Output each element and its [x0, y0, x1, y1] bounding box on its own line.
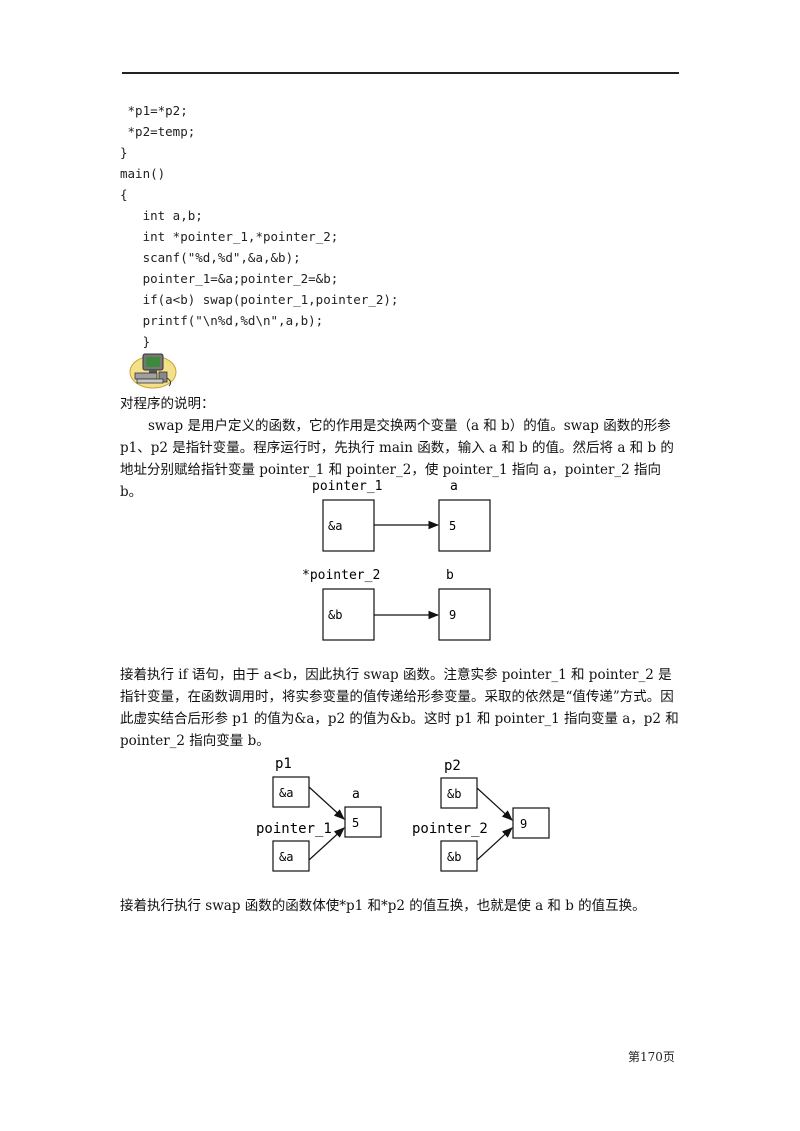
pointer1-box-2 — [272, 840, 310, 872]
diagram-pointers-after-call: p1 &a a 5 pointer_1 &a p2 &b 9 pointer_2… — [256, 756, 550, 872]
code-line: main() — [120, 166, 166, 181]
a-value: 5 — [352, 816, 359, 830]
code-line: if(a<b) swap(pointer_1,pointer_2); — [120, 292, 399, 307]
arrow-pointer2-to-b — [476, 827, 513, 861]
a-label: a — [352, 787, 360, 802]
pointer2-value: &b — [328, 608, 342, 622]
pointer1-label-2: pointer_1 — [256, 821, 332, 837]
diagram-pointers-initial: pointer_1 a &a 5 *pointer_2 b &b 9 — [302, 479, 491, 641]
var-b-value: 9 — [449, 608, 456, 622]
arrow-p2-to-b — [476, 787, 513, 821]
p2-value: &b — [447, 787, 461, 801]
paragraph-1: swap 是用户定义的函数，它的作用是交换两个变量（a 和 b）的值。swap … — [120, 418, 674, 500]
code-line: int a,b; — [120, 208, 203, 223]
code-line: } — [120, 145, 128, 160]
code-line: int *pointer_1,*pointer_2; — [120, 229, 339, 244]
code-block: *p1=*p2; *p2=temp; } main() { int a,b; i… — [120, 100, 398, 352]
paragraph-2: 接着执行 if 语句，由于 a<b，因此执行 swap 函数。注意实参 poin… — [120, 667, 679, 749]
computer-icon — [129, 353, 177, 389]
code-line: *p2=temp; — [120, 124, 196, 139]
var-a-value: 5 — [449, 519, 456, 533]
pointer2-value-2: &b — [447, 850, 461, 864]
page-number: 第170页 — [628, 1050, 675, 1064]
p2-label: p2 — [444, 758, 461, 774]
paragraph-3: 接着执行执行 swap 函数的函数体使*p1 和*p2 的值互换，也就是使 a … — [120, 898, 646, 914]
pointer2-label-2: pointer_2 — [412, 821, 488, 837]
pointer1-value-2: &a — [279, 850, 293, 864]
pointer2-box-2 — [440, 840, 478, 872]
p2-box — [440, 777, 478, 809]
p1-box — [272, 776, 310, 808]
pointer1-label: pointer_1 — [312, 479, 382, 494]
arrow-pointer1-to-a-2 — [308, 827, 345, 861]
var-b-label: b — [446, 568, 454, 583]
pointer2-label: *pointer_2 — [302, 568, 380, 583]
header-rule — [122, 72, 679, 74]
code-line: scanf("%d,%d",&a,&b); — [120, 250, 301, 265]
var-b-box — [438, 588, 491, 641]
code-line: pointer_1=&a;pointer_2=&b; — [120, 271, 339, 286]
code-line: *p1=*p2; — [120, 103, 188, 118]
pointer1-value: &a — [328, 519, 342, 533]
code-line: } — [120, 334, 151, 349]
code-line: { — [120, 187, 128, 202]
var-a-label: a — [450, 479, 458, 494]
b-box — [512, 807, 550, 839]
p1-label: p1 — [275, 756, 292, 772]
section-heading: 对程序的说明： — [120, 396, 215, 412]
a-box — [344, 806, 382, 838]
code-line: printf("\n%d,%d\n",a,b); — [120, 313, 324, 328]
arrow-p1-to-a — [308, 786, 345, 820]
b-value: 9 — [520, 817, 527, 831]
p1-value: &a — [279, 786, 293, 800]
var-a-box — [438, 499, 491, 552]
pointer1-box — [322, 499, 375, 552]
